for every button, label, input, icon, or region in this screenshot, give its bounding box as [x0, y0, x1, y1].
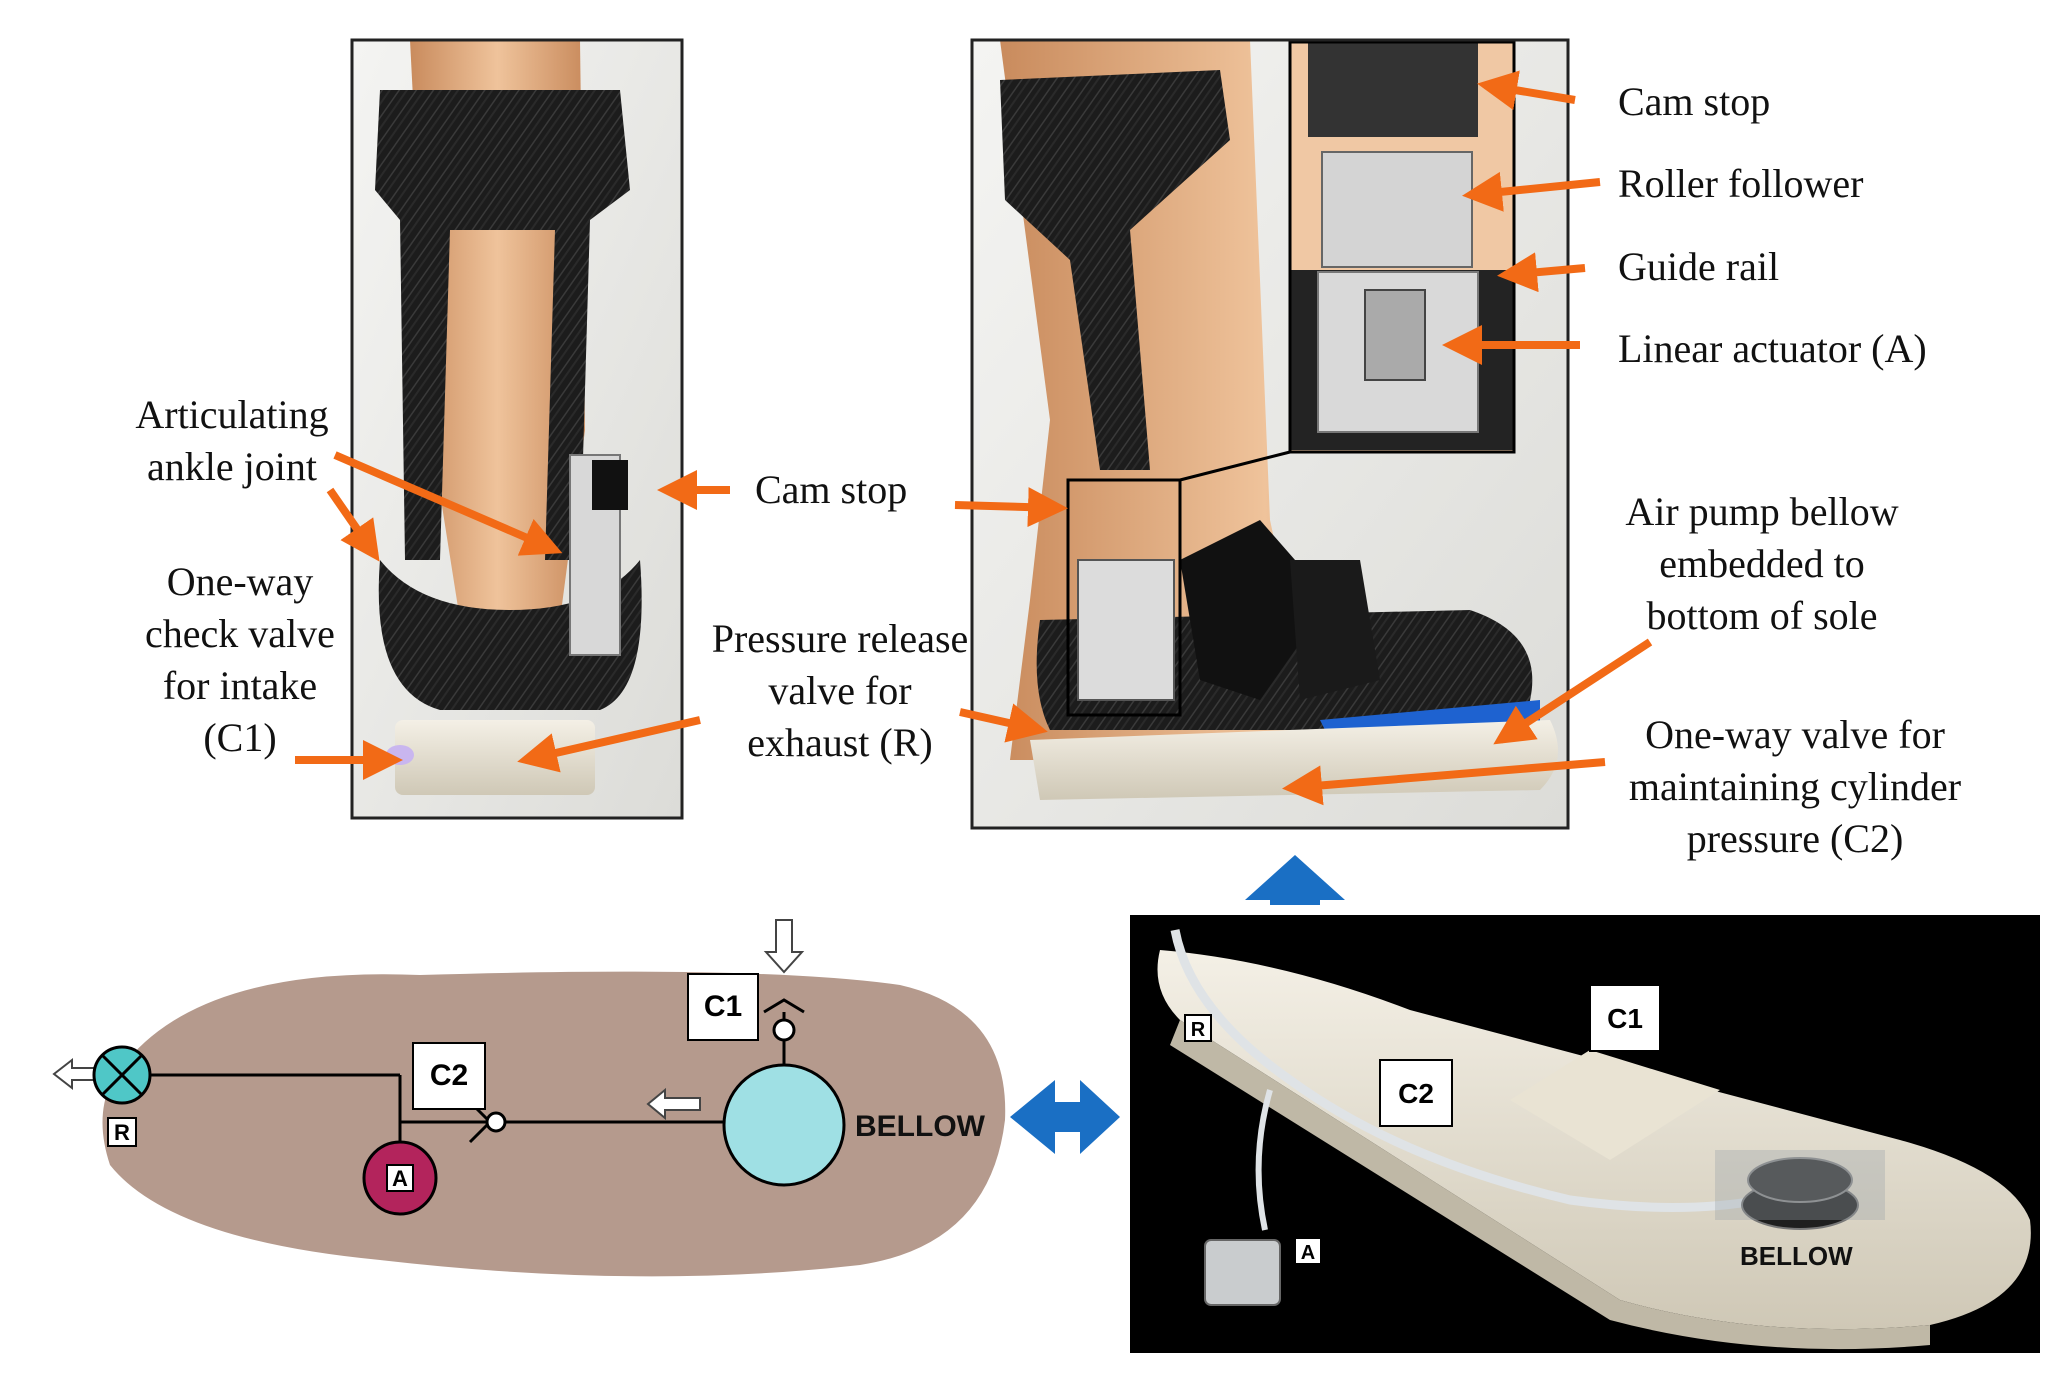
inset-linear-actuator — [1364, 289, 1426, 381]
label-for-intake: for intake — [163, 663, 317, 708]
photo-tag-bellow: BELLOW — [1740, 1241, 1853, 1271]
label-embedded-to: embedded to — [1659, 541, 1865, 586]
labels: Articulating ankle joint One-way check v… — [135, 79, 1961, 861]
arrow-pressure-release-side — [959, 703, 1048, 743]
arrow-ankle-joint-1 — [333, 451, 563, 556]
insole-shape — [102, 971, 1006, 1277]
photo-a-box — [1294, 1237, 1322, 1265]
tubing — [1170, 929, 1761, 1212]
label-roller-follower: Roller follower — [1618, 161, 1864, 206]
arrow-pressure-release-back — [517, 716, 701, 773]
side-view-photo — [970, 38, 1570, 830]
inset-cam-stop — [1308, 42, 1478, 137]
strap-2 — [1290, 560, 1380, 700]
c1-valve-node — [772, 1018, 796, 1042]
bellow-circle — [722, 1063, 846, 1187]
inset-closeup — [1288, 40, 1516, 454]
internal-flow-arrow — [646, 1087, 701, 1121]
label-pressure-c2: pressure (C2) — [1687, 816, 1904, 861]
arrow-guide-rail — [1497, 252, 1586, 293]
label-valve-for: valve for — [768, 668, 911, 713]
label-maintaining: maintaining cylinder — [1629, 764, 1961, 809]
photo-bellow-plate — [1715, 1150, 1885, 1220]
schematic-tag-c2: C2 — [430, 1059, 468, 1092]
label-exhaust-r: exhaust (R) — [747, 720, 933, 765]
actuator-tag-box — [386, 1164, 414, 1192]
back-view-photo — [350, 38, 684, 820]
c1-tag-box — [687, 973, 759, 1041]
label-pressure-release: Pressure release — [712, 616, 969, 661]
tubing-to-actuator — [1255, 1089, 1273, 1231]
c2-valve-node — [485, 1111, 507, 1133]
schematic-tag-bellow: BELLOW — [855, 1110, 986, 1143]
photo-r-box — [1184, 1014, 1212, 1042]
label-air-pump: Air pump bellow — [1625, 489, 1898, 534]
photo-c2-box — [1379, 1059, 1453, 1127]
arrow-ankle-joint-2 — [326, 487, 380, 562]
label-ankle-joint: ankle joint — [147, 444, 317, 489]
callout-arrows — [295, 70, 1653, 806]
check-c1-chevron — [763, 998, 805, 1014]
arrow-cam-stop-inset — [1477, 70, 1576, 110]
photo-c1-box — [1589, 984, 1661, 1052]
arrow-cam-stop-side — [954, 487, 1068, 528]
raised-block — [1510, 1050, 1720, 1160]
up-arrow — [1245, 855, 1345, 905]
label-check-valve: check valve — [145, 611, 335, 656]
photo-tag-r: R — [1191, 1019, 1206, 1041]
schematic-tag-c1: C1 — [704, 990, 742, 1023]
flow-arrows — [1010, 855, 1345, 1154]
side-view-border — [970, 38, 1570, 830]
r-tag-box — [107, 1117, 137, 1147]
back-view-border — [350, 38, 684, 820]
photo-actuator — [1204, 1239, 1281, 1306]
schematic-tag-a: A — [392, 1166, 408, 1191]
photo-tag-c2: C2 — [1398, 1078, 1434, 1109]
schematic-wiring — [148, 998, 805, 1144]
label-guide-rail: Guide rail — [1618, 244, 1779, 289]
foam-base-back — [395, 720, 595, 795]
label-linear-actuator: Linear actuator (A) — [1618, 326, 1927, 371]
heel-cup-back — [378, 560, 642, 710]
label-one-way: One-way — [167, 559, 314, 604]
photo-tag-c1: C1 — [1607, 1003, 1643, 1034]
insole-schematic: A C1 C2 R BELLOW — [52, 919, 1006, 1277]
brace-shell-back — [375, 90, 630, 560]
label-one-way-valve: One-way valve for — [1645, 712, 1945, 757]
label-articulating: Articulating — [135, 392, 328, 437]
label-bottom-of-sole: bottom of sole — [1646, 593, 1877, 638]
actuator-side — [1077, 559, 1175, 701]
photo-tag-a: A — [1301, 1242, 1315, 1264]
c2-tag-box — [412, 1042, 486, 1110]
intake-arrow — [763, 919, 805, 974]
cam-stop-back — [592, 460, 628, 510]
brace-shell-side — [1000, 70, 1230, 470]
arrow-roller-follower — [1462, 171, 1601, 212]
label-c1-paren: (C1) — [203, 715, 276, 760]
label-cam-stop-inset: Cam stop — [1618, 79, 1770, 124]
inset-border — [1288, 40, 1516, 454]
arrow-air-pump — [1493, 638, 1653, 745]
schematic-tag-r: R — [114, 1120, 130, 1145]
sole-photo: R C1 C2 A BELLOW — [1130, 915, 2040, 1353]
zoom-leader-line — [1179, 450, 1291, 482]
inset-roller-follower — [1321, 151, 1473, 268]
arrow-one-way-c2 — [1282, 758, 1606, 806]
zoom-box — [1066, 478, 1182, 717]
label-cam-stop-center: Cam stop — [755, 467, 907, 512]
double-arrow — [1010, 1080, 1120, 1154]
photo-bellow-top — [1747, 1157, 1853, 1203]
